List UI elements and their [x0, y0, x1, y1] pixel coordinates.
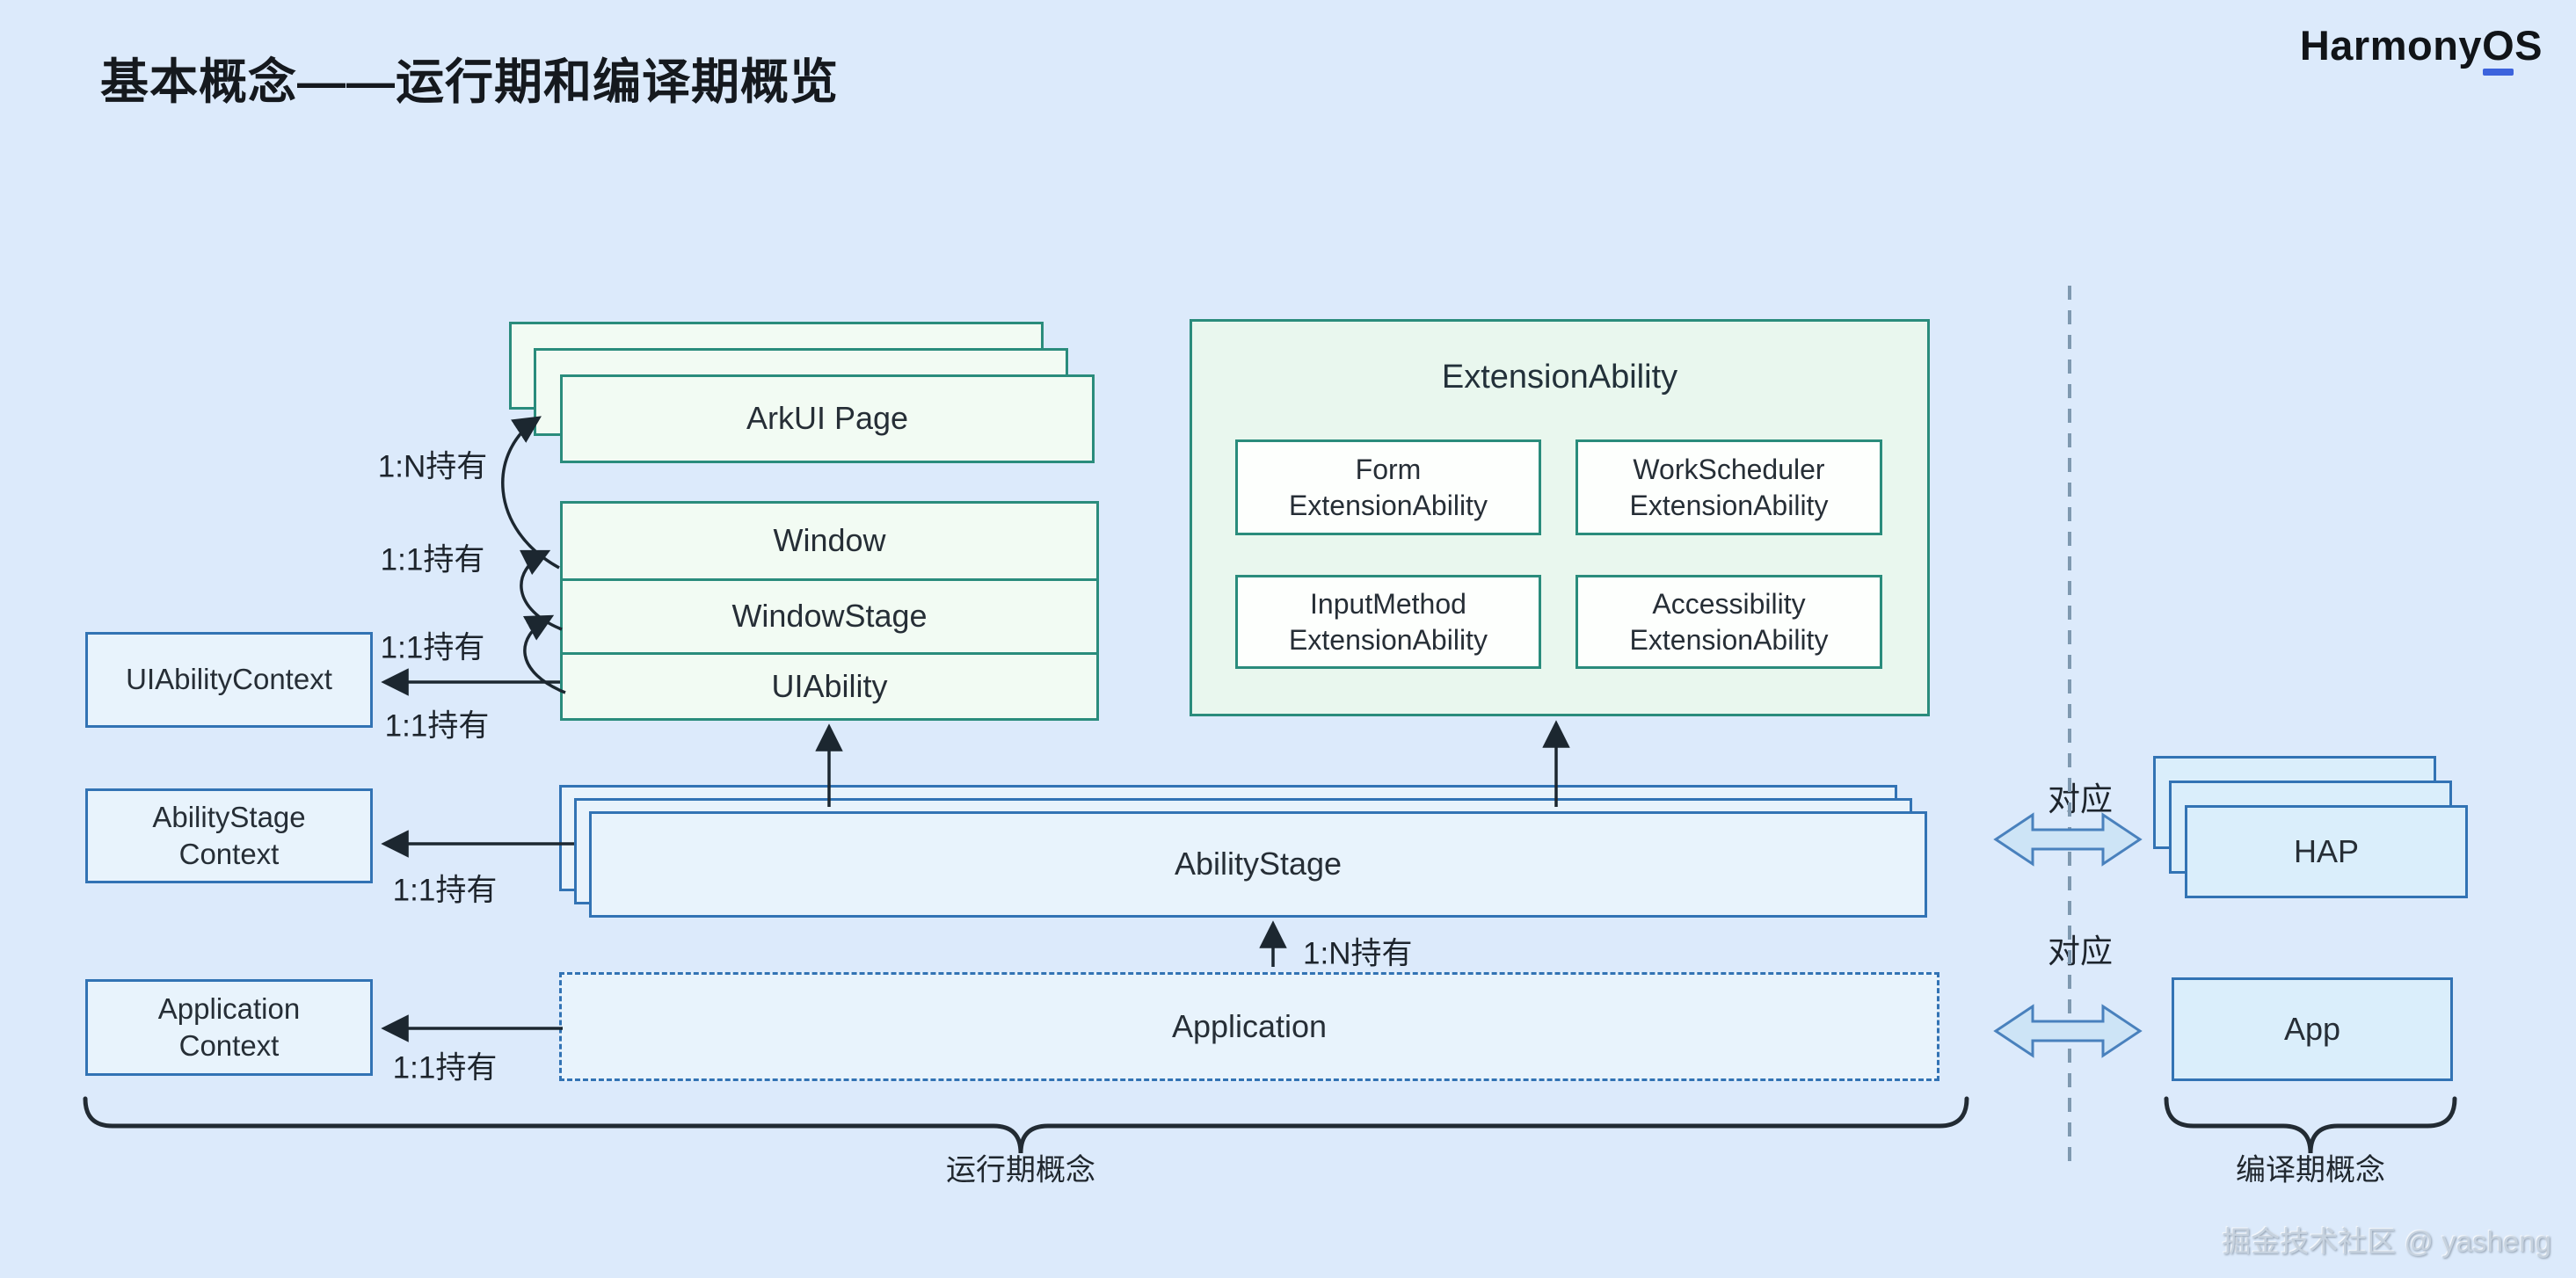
node-abilitystage: AbilityStage — [589, 811, 1927, 918]
watermark: 掘金技术社区 @ yasheng — [2222, 1225, 2551, 1258]
node-arkui-page: ArkUI Page — [560, 374, 1095, 463]
page-title: 基本概念——运行期和编译期概览 — [100, 54, 840, 109]
relation-label-application-holds-abilitystage: 1:N持有 — [1303, 936, 1413, 971]
node-application-context: Application Context — [85, 979, 373, 1076]
double-arrow-application-app — [1993, 1004, 2143, 1058]
node-abilitystage-context: AbilityStage Context — [85, 788, 373, 883]
relation-label-window-holds-arkui: 1:N持有 — [377, 449, 488, 484]
node-hap: HAP — [2185, 805, 2468, 898]
arc-window-to-arkuipage — [501, 416, 560, 570]
node-accessibility-extension-ability: Accessibility ExtensionAbility — [1575, 575, 1882, 669]
node-extension-ability-title: ExtensionAbility — [1441, 359, 1678, 396]
node-form-extension-ability: Form ExtensionAbility — [1235, 439, 1541, 535]
caption-compiletime-concepts: 编译期概念 — [2236, 1153, 2385, 1187]
node-app: App — [2172, 977, 2453, 1081]
arc-windowstage-to-window — [520, 549, 563, 631]
logo-text-pre: Harmony — [2299, 22, 2483, 69]
relation-label-application-holds-context: 1:1持有 — [392, 1050, 498, 1086]
node-application: Application — [559, 972, 1939, 1081]
correspond-label-abilitystage-hap: 对应 — [2048, 781, 2113, 817]
node-window: Window — [560, 501, 1099, 581]
relation-label-uiability-holds-windowstage: 1:1持有 — [380, 630, 485, 665]
double-arrow-abilitystage-hap — [1993, 812, 2143, 867]
relation-label-abilitystage-holds-context: 1:1持有 — [392, 873, 498, 908]
caption-runtime-concepts: 运行期概念 — [946, 1153, 1095, 1187]
logo-text-post: S — [2514, 22, 2543, 69]
correspond-label-application-app: 对应 — [2048, 933, 2113, 969]
node-workscheduler-extension-ability: WorkScheduler ExtensionAbility — [1575, 439, 1882, 535]
node-inputmethod-extension-ability: InputMethod ExtensionAbility — [1235, 575, 1541, 669]
node-uiability-context: UIAbilityContext — [85, 632, 373, 728]
relation-label-uiability-holds-context: 1:1持有 — [384, 708, 490, 744]
node-windowstage: WindowStage — [560, 578, 1099, 655]
logo-underlined-letter: O — [2482, 22, 2515, 76]
relation-label-windowstage-holds-window: 1:1持有 — [380, 542, 485, 577]
node-uiability: UIAbility — [560, 652, 1099, 721]
harmonyos-logo: HarmonyOS — [2299, 21, 2543, 76]
